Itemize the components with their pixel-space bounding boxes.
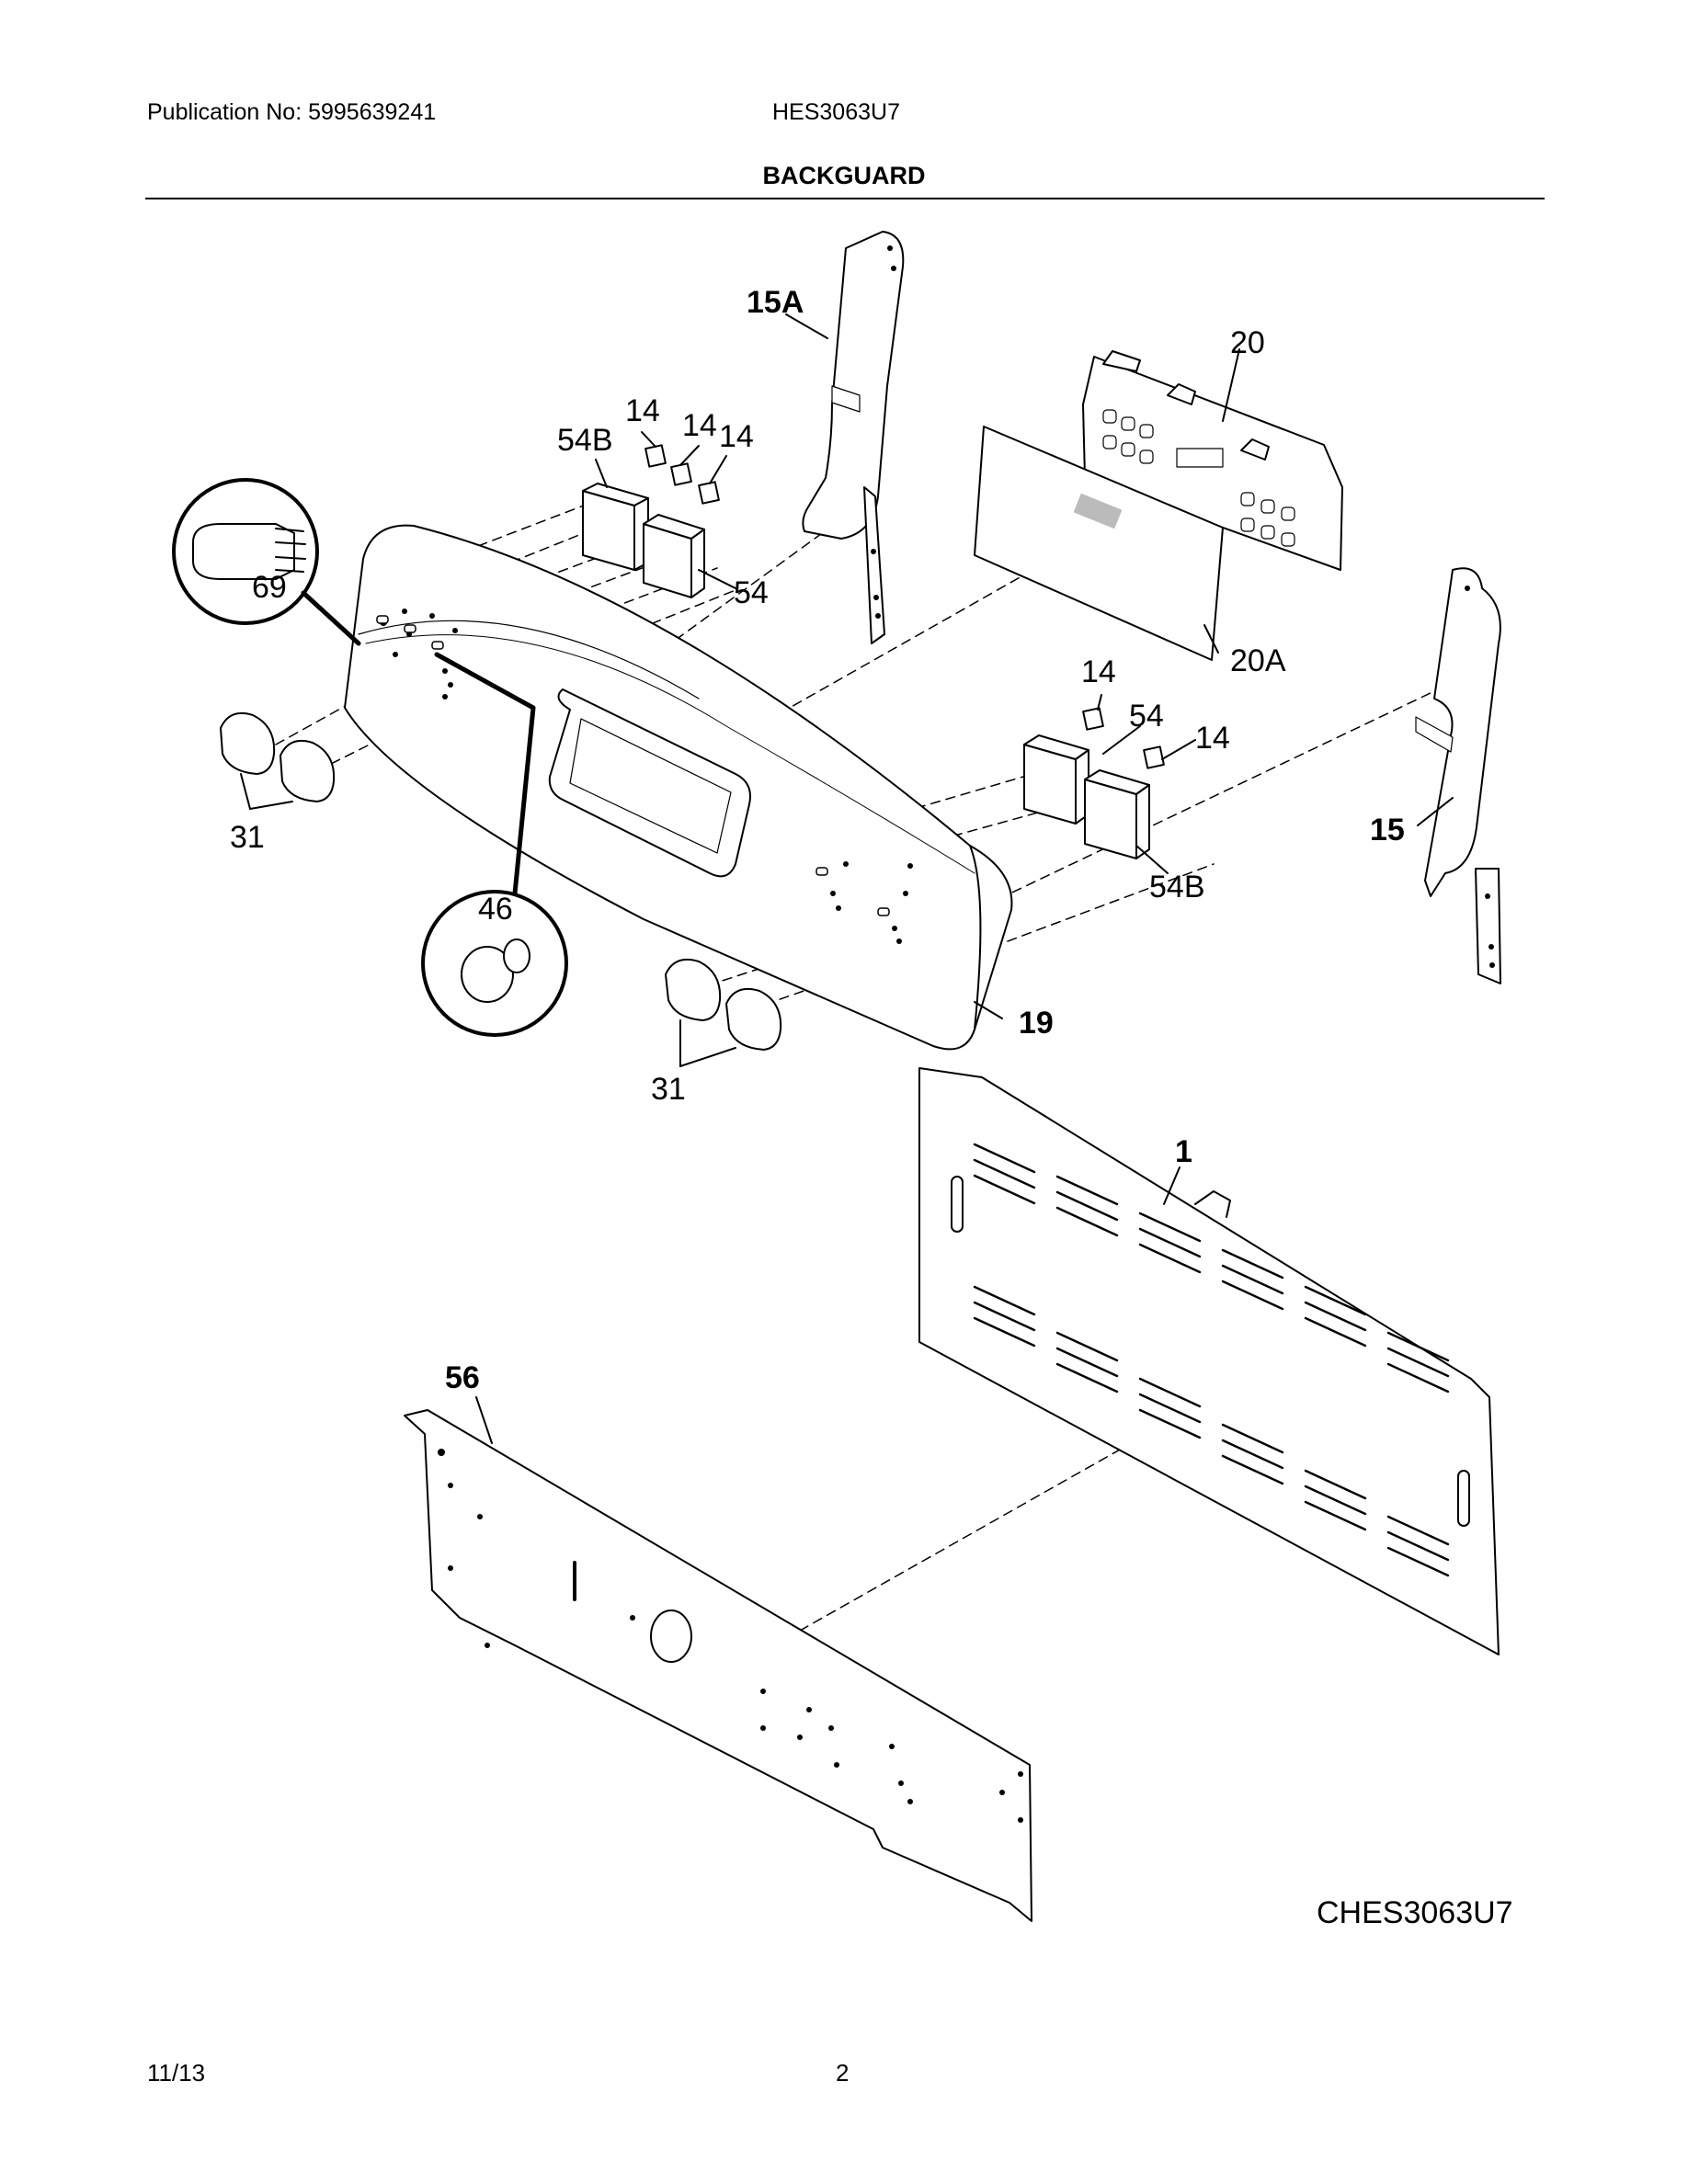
callout-20: 20 — [1230, 325, 1265, 360]
callout-19: 19 — [1019, 1006, 1054, 1041]
callout-31-a: 31 — [230, 820, 265, 855]
rear-back-panel — [918, 1067, 1500, 1655]
callout-54-b: 54 — [1129, 699, 1164, 734]
callout-31-b: 31 — [651, 1072, 686, 1107]
page-number: 2 — [836, 2059, 850, 2087]
callout-20A: 20A — [1230, 643, 1286, 678]
callout-54B-b: 54B — [1149, 870, 1205, 904]
side-trim-right — [1415, 567, 1501, 984]
callout-15A: 15A — [747, 285, 804, 320]
control-knobs — [220, 711, 782, 1051]
electronic-control-board — [1082, 350, 1343, 571]
header-rule — [145, 198, 1545, 199]
callout-46: 46 — [478, 892, 513, 927]
callout-14-a: 14 — [625, 393, 660, 428]
callout-14-d: 14 — [1081, 654, 1116, 689]
callout-14-b: 14 — [682, 408, 717, 443]
control-overlay-label — [974, 426, 1224, 661]
callout-14-c: 14 — [719, 419, 754, 454]
lower-mounting-bracket — [404, 1409, 1032, 1922]
side-trim-left — [802, 231, 905, 644]
switch-cluster-left — [582, 444, 720, 598]
model-number: HES3063U7 — [772, 99, 900, 125]
leader-lines — [240, 313, 1454, 1444]
callout-15: 15 — [1370, 813, 1405, 847]
diagram-code: CHES3063U7 — [1317, 1895, 1513, 1930]
switch-cluster-right — [1023, 707, 1165, 859]
callout-69: 69 — [252, 570, 287, 605]
callout-14-e: 14 — [1195, 721, 1230, 756]
backguard-control-panel — [344, 524, 1013, 1051]
page-title: BACKGUARD — [762, 162, 926, 189]
callout-56: 56 — [445, 1360, 480, 1395]
screw-detail-circle — [172, 478, 361, 646]
callout-54-a: 54 — [734, 575, 769, 610]
footer-date: 11/13 — [147, 2059, 206, 2087]
callout-54B-a: 54B — [557, 423, 613, 458]
publication-number: Publication No: 5995639241 — [147, 99, 437, 125]
callout-1: 1 — [1175, 1134, 1192, 1169]
knob-detail-circle — [421, 652, 568, 1037]
